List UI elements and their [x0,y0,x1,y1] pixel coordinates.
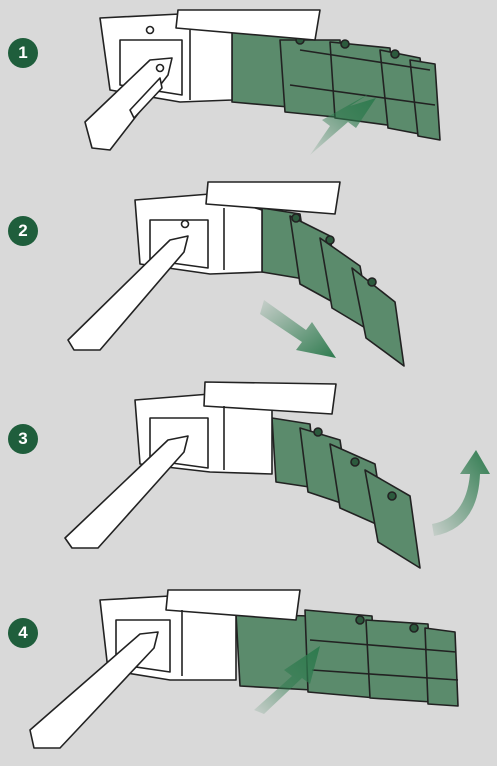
step-1-illustration [84,9,441,155]
step-2-arrow [260,300,336,358]
step-2-illustration [67,181,405,367]
step-4-arrow [254,646,320,714]
step-3-arrow [432,450,490,536]
step-2-badge: 2 [8,216,38,246]
step-1-arrow [310,92,376,155]
step-3-illustration [64,381,490,569]
step-4-illustration [29,589,459,749]
step-3-badge: 3 [8,424,38,454]
step-1-badge: 1 [8,38,38,68]
step-4-badge: 4 [8,618,38,648]
